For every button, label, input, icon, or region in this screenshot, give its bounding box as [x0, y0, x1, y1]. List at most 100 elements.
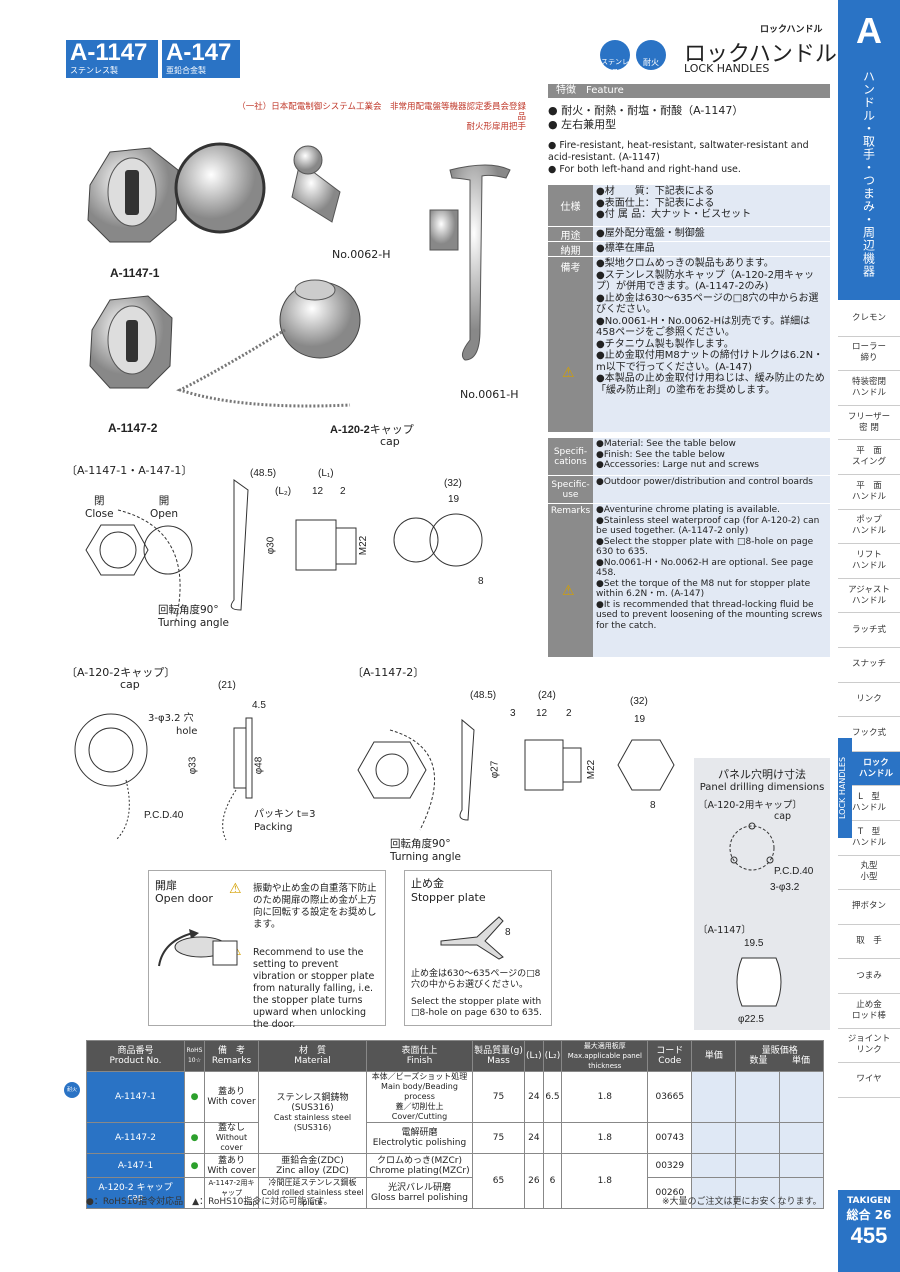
sidebar-item[interactable]: 止め金 ロッド棒: [838, 994, 900, 1029]
sidebar-item[interactable]: T 型 ハンドル: [838, 821, 900, 856]
category-small: ロックハンドル: [760, 25, 823, 35]
page-footer-box: TAKIGEN 総合 26 455: [838, 1190, 900, 1272]
sidebar-item[interactable]: ジョイント リンク: [838, 1029, 900, 1064]
spec-table-jp: 仕様●材 質：下記表による●表面仕上：下記表による●付 属 品：大ナット・ビスセ…: [548, 185, 830, 433]
fireproof-icon: 耐火: [64, 1082, 80, 1098]
image-label-handle: No.0061-H: [460, 388, 519, 401]
sidebar-item[interactable]: スナッチ: [838, 648, 900, 683]
sidebar-item[interactable]: ローラー 締り: [838, 337, 900, 372]
feature-en: ● Fire-resistant, heat-resistant, saltwa…: [548, 140, 809, 175]
dim: (48.5): [470, 690, 497, 701]
warning-icon: ⚠: [562, 583, 575, 599]
sidebar-item[interactable]: リンク: [838, 683, 900, 718]
dim: (L₂): [275, 486, 292, 497]
product-code: A-147: [166, 39, 232, 66]
open-door-drawing: [158, 929, 238, 967]
dim: (32): [444, 478, 462, 489]
sidebar-item[interactable]: ワイヤ: [838, 1063, 900, 1098]
dim: φ27: [489, 760, 501, 779]
sidebar-item[interactable]: フリーザー 密 閉: [838, 406, 900, 441]
fireproof-icon: 耐火: [636, 40, 666, 70]
product-material: ステンレス製: [70, 66, 118, 75]
product-images: [87, 142, 511, 408]
dim: 4.5: [252, 700, 266, 711]
dim: M22: [358, 535, 370, 556]
sidebar-vertical-en: LOCK HANDLES: [838, 738, 852, 838]
sidebar-item[interactable]: アジャスト ハンドル: [838, 579, 900, 614]
rohs-legend: ●：RoHS10指令対応品 ▲：RoHS10指令に対応可能です。: [86, 1197, 333, 1207]
dim: 8: [478, 576, 484, 587]
image-label-a1147-2: A-1147-2: [108, 421, 158, 435]
certification: （一社）日本配電制御システム工業会 非常用配電盤等機器認定委員会登録品耐火形扉用…: [237, 102, 526, 132]
drawing2-title: 〔A-120-2キャップ〕: [66, 666, 176, 679]
bulk-note: ※大量のご注文は更にお安くなります。: [662, 1197, 822, 1207]
stopper-drawing: [440, 916, 504, 960]
dim: (24): [538, 690, 556, 701]
sidebar-item[interactable]: クレモン: [838, 302, 900, 337]
turn-label: 回転角度90°Turning angle: [158, 604, 229, 629]
warning-icon: ⚠: [229, 881, 242, 897]
sidebar-item[interactable]: 平 面 ハンドル: [838, 475, 900, 510]
panel-a1147-drawing: [736, 957, 782, 1007]
product-box-a147: A-147 亜鉛合金製: [162, 40, 240, 78]
panel-cap-drawing: [729, 822, 775, 871]
page-title: ロックハンドル: [684, 42, 837, 67]
sidebar-item[interactable]: ラッチ式: [838, 613, 900, 648]
dim: 19: [448, 494, 460, 505]
warning-icon: ⚠: [562, 365, 575, 381]
dim: 2: [566, 708, 572, 719]
page-title-en: LOCK HANDLES: [684, 62, 770, 75]
panel-drilling-box: パネル穴明け寸法 Panel drilling dimensions 〔A-12…: [694, 758, 830, 1030]
turn-label: 回転角度90°Turning angle: [390, 838, 461, 863]
pcd-label: P.C.D.40: [144, 810, 184, 821]
drawing1: [85, 479, 483, 621]
drawing1-title: 〔A-1147-1・A-147-1〕: [66, 464, 193, 477]
sidebar-item[interactable]: L 型 ハンドル: [838, 786, 900, 821]
product-material: 亜鉛合金製: [166, 66, 206, 75]
dim: 2: [340, 486, 346, 497]
dim: (48.5): [250, 468, 277, 479]
sidebar-item[interactable]: 特装密閉 ハンドル: [838, 371, 900, 406]
sidebar-item[interactable]: 平 面 スイング: [838, 440, 900, 475]
sidebar-item[interactable]: リフト ハンドル: [838, 544, 900, 579]
stainless-icon: ステンレス: [600, 40, 630, 76]
dim: 12: [536, 708, 548, 719]
sidebar-item[interactable]: 取 手: [838, 925, 900, 960]
sidebar-item[interactable]: 押ボタン: [838, 890, 900, 925]
lock-cover: [174, 142, 266, 234]
drawing3: [357, 718, 675, 831]
sidebar-item[interactable]: フック式: [838, 717, 900, 752]
drawing2-sub: cap: [120, 678, 140, 691]
dim: 8: [650, 800, 656, 811]
dim: M22: [586, 759, 598, 780]
drawing3-title: 〔A-1147-2〕: [352, 666, 425, 679]
feature-jp: ● 耐火・耐熱・耐塩・耐酸（A-1147） ● 左右兼用型: [548, 104, 744, 131]
sidebar-item[interactable]: ポップ ハンドル: [838, 510, 900, 545]
feature-header: 特徴 Feature: [548, 84, 830, 98]
dim: 12: [312, 486, 324, 497]
dim: (L₁): [318, 468, 334, 479]
panel-title: パネル穴明け寸法: [718, 768, 806, 781]
sidebar-item[interactable]: つまみ: [838, 959, 900, 994]
dim: (21): [218, 680, 236, 691]
drawing2: [74, 713, 253, 841]
sidebar-category: A ハンドル・取手・つまみ・周辺機器: [838, 0, 900, 300]
dim: 3: [510, 708, 516, 719]
dim: (32): [630, 696, 648, 707]
dim: φ30: [265, 536, 277, 555]
sidebar-item[interactable]: 丸型 小型: [838, 856, 900, 891]
panel-title-en: Panel drilling dimensions: [699, 782, 825, 793]
image-label-key: No.0062-H: [332, 248, 391, 261]
